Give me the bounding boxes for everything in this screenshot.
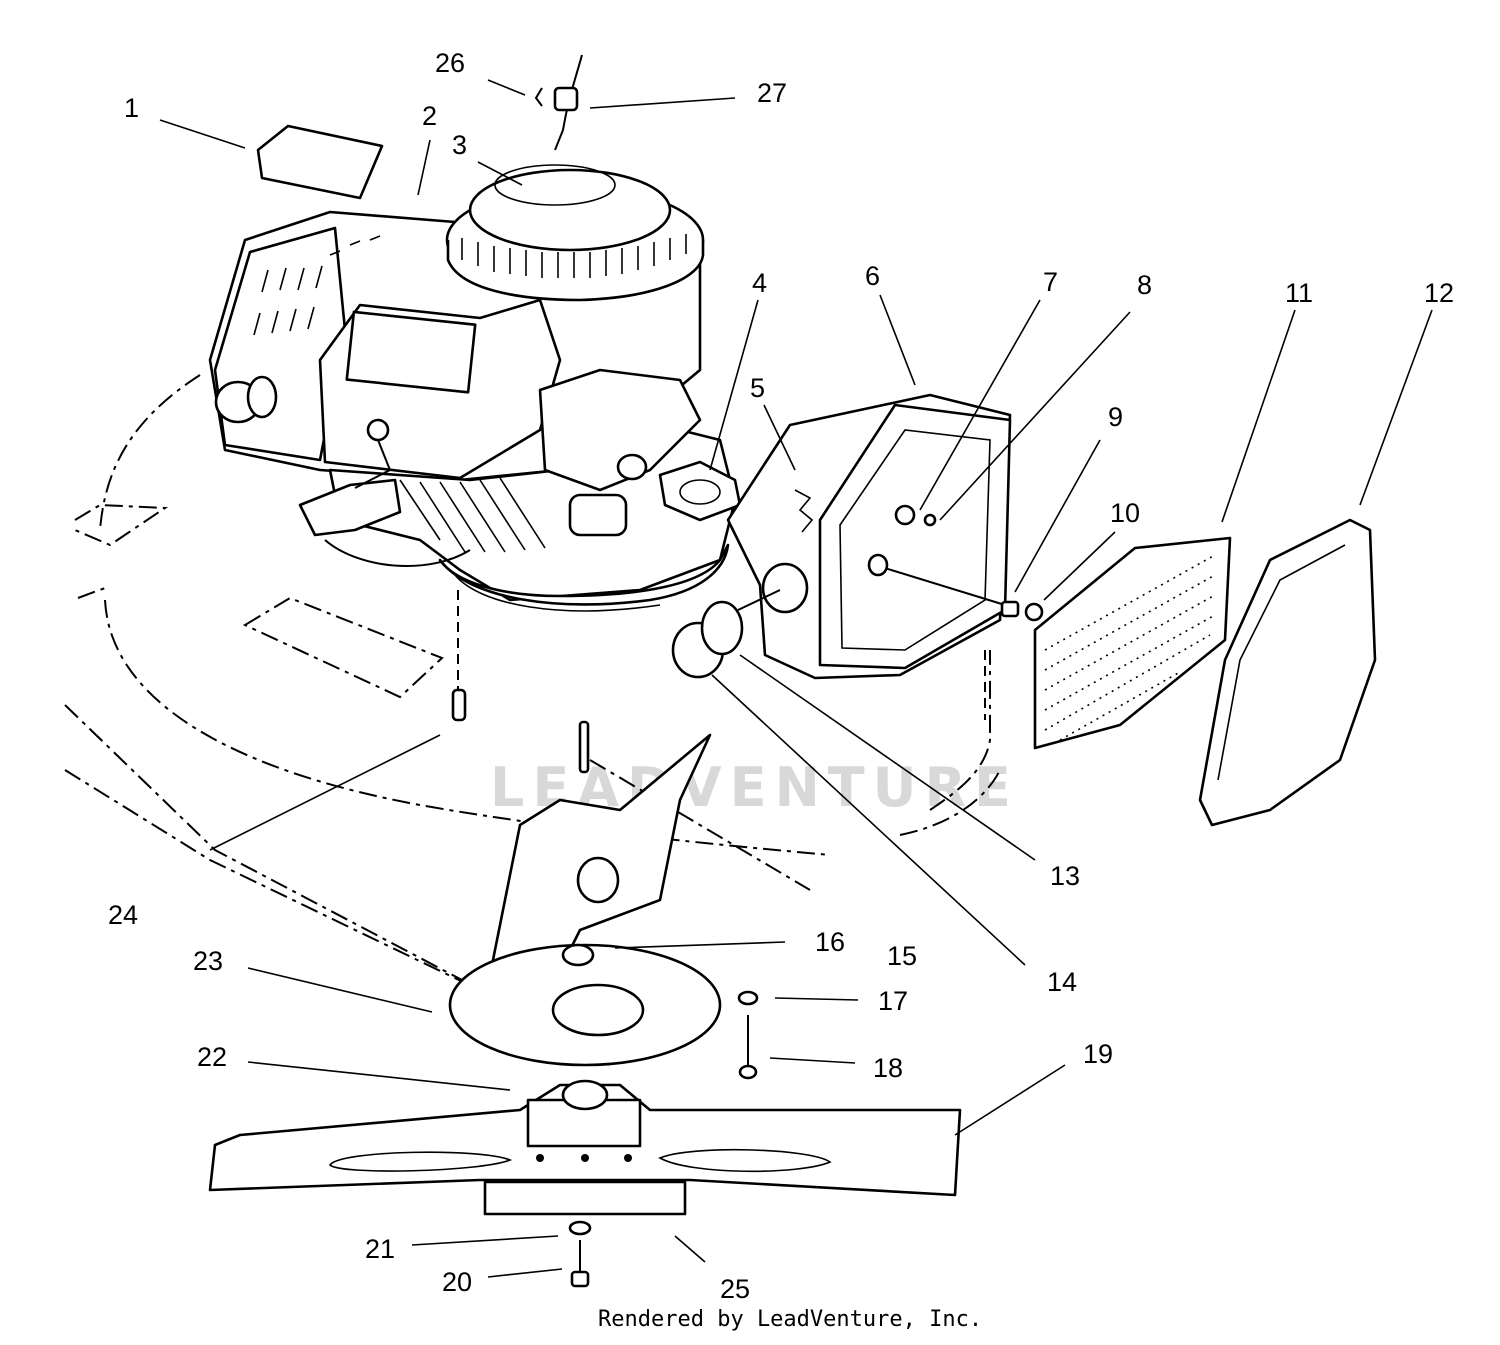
- callout-18: 18: [873, 1053, 903, 1083]
- callout-12: 12: [1424, 278, 1454, 308]
- callout-26: 26: [435, 48, 465, 78]
- callout-2: 2: [422, 101, 437, 131]
- callout-14: 14: [1047, 967, 1077, 997]
- callout-22: 22: [197, 1042, 227, 1072]
- mower-deck: [64, 374, 1001, 1001]
- callout-11: 11: [1285, 278, 1313, 308]
- callout-19: 19: [1083, 1039, 1113, 1069]
- blade-assembly: [208, 733, 962, 1288]
- air-cleaner-assembly: [671, 393, 1377, 827]
- callout-24: 24: [108, 900, 138, 930]
- callout-1: 1: [124, 93, 139, 123]
- engine-mount-screw: [451, 590, 986, 774]
- callout-16: 16: [815, 927, 845, 957]
- callout-13: 13: [1050, 861, 1080, 891]
- callout-21: 21: [365, 1234, 395, 1264]
- callout-6: 6: [865, 261, 880, 291]
- callout-27: 27: [757, 78, 787, 108]
- callout-10: 10: [1110, 498, 1140, 528]
- callout-8: 8: [1137, 270, 1152, 300]
- callout-23: 23: [193, 946, 223, 976]
- engine-assembly: [208, 54, 742, 612]
- callout-17: 17: [878, 986, 908, 1016]
- callout-9: 9: [1108, 402, 1123, 432]
- rendered-by-credit: Rendered by LeadVenture, Inc.: [598, 1307, 982, 1332]
- callout-7: 7: [1043, 267, 1058, 297]
- callout-15: 15: [887, 941, 917, 971]
- callout-25: 25: [720, 1274, 750, 1304]
- callout-labels: 1 2 3 4 5 6 7 8 9 10 11 12 13 14 15 16 1…: [108, 48, 1454, 1304]
- callout-5: 5: [750, 373, 765, 403]
- callout-3: 3: [452, 130, 467, 160]
- callout-20: 20: [442, 1267, 472, 1297]
- callout-4: 4: [752, 268, 767, 298]
- leader-lines: [159, 79, 1433, 1278]
- decal: [256, 124, 384, 200]
